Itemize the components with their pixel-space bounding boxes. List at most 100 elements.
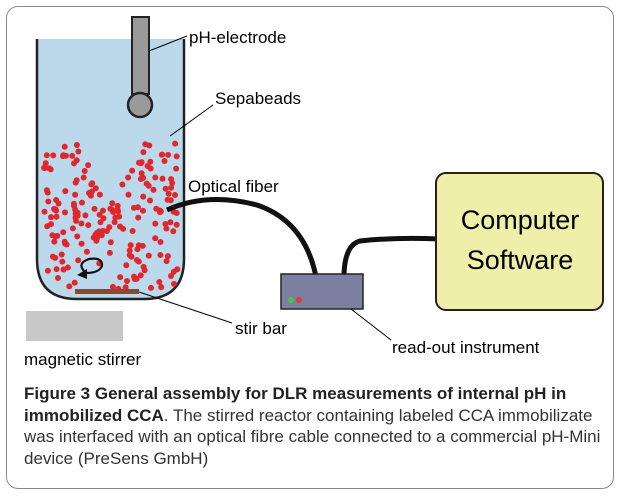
computer-software-label-line1: Computer (461, 205, 580, 235)
bead-particle (127, 242, 134, 249)
magnetic-stirrer-label: magnetic stirrer (24, 350, 141, 369)
bead-particle (117, 274, 124, 281)
bead-particle (173, 221, 180, 228)
bead-particle (152, 220, 159, 227)
bead-particle (103, 228, 110, 235)
bead-particle (69, 225, 76, 232)
bead-particle (172, 192, 178, 198)
sepabeads-leader (169, 104, 214, 137)
rotation-arrowhead-icon (77, 269, 87, 279)
reactor-vessel (35, 39, 186, 301)
bead-particle (164, 196, 171, 203)
bead-particle (78, 220, 85, 227)
bead-particle (159, 175, 166, 182)
bead-particle (138, 170, 145, 177)
bead-particle (52, 254, 59, 261)
bead-particle (46, 165, 52, 172)
bead-particle (73, 177, 80, 184)
bead-particle (85, 162, 92, 169)
bead-particle (164, 253, 171, 260)
bead-particle (53, 197, 60, 203)
bead-particle (53, 213, 60, 220)
bead-particle (80, 174, 87, 181)
figure-caption: Figure 3 General assembly for DLR measur… (24, 383, 612, 469)
bead-particle (165, 151, 172, 158)
bead-particle (106, 249, 113, 256)
bead-particle (152, 174, 159, 181)
bead-particle (50, 152, 57, 159)
bead-particle (167, 219, 174, 226)
bead-particle (163, 258, 170, 265)
bead-particle (51, 238, 58, 245)
bead-particle (100, 215, 107, 222)
computer-cable (341, 235, 440, 275)
bead-particle (66, 283, 73, 290)
bead-particle (140, 149, 147, 156)
bead-particle (157, 252, 164, 258)
bead-particle (156, 279, 163, 285)
bead-particle (147, 165, 154, 172)
bead-particle (158, 284, 165, 291)
bead-particle (71, 202, 78, 209)
bead-particle (96, 211, 103, 218)
bead-particle (83, 248, 90, 255)
bead-particle (172, 140, 179, 147)
bead-particle (96, 191, 103, 198)
bead-particle (109, 200, 116, 207)
bead-particle (173, 153, 180, 160)
bead-particle (74, 233, 81, 240)
bead-particle (161, 158, 168, 164)
ph-electrode-bulb (126, 91, 154, 119)
bead-particle (168, 273, 174, 279)
bead-particle (126, 252, 133, 259)
bead-particle (92, 185, 99, 192)
bead-particle (55, 275, 61, 281)
bead-particle (136, 159, 142, 166)
bead-particle (71, 160, 77, 167)
bead-particle (137, 176, 144, 182)
bead-particle (61, 143, 68, 150)
bead-particle (163, 225, 170, 232)
bead-particle (81, 168, 88, 174)
bead-particle (146, 142, 153, 149)
sepabeads-particles (41, 140, 181, 292)
figure-frame: pH-electrode Sepabeads stir bar magnetic… (6, 6, 614, 489)
stir-bar-label: stir bar (235, 319, 287, 338)
bead-particle (141, 267, 148, 274)
optical-fiber-label: Optical fiber (188, 177, 279, 196)
bead-particle (157, 239, 164, 245)
bead-particle (107, 239, 114, 246)
bead-particle (168, 184, 175, 191)
bead-particle (133, 275, 140, 282)
bead-particle (88, 181, 95, 188)
bead-particle (159, 151, 166, 158)
bead-particle (126, 247, 133, 254)
bead-particle (134, 204, 141, 211)
bead-particle (165, 190, 172, 197)
bead-particle (140, 193, 147, 200)
bead-particle (60, 229, 67, 236)
bead-particle (62, 188, 69, 195)
bead-particle (43, 152, 50, 159)
bead-particle (91, 205, 98, 212)
bead-particle (125, 191, 132, 198)
bead-particle (48, 214, 54, 221)
rotation-arrow-icon (80, 257, 104, 275)
bead-particle (45, 198, 52, 205)
readout-instrument (280, 273, 364, 310)
bead-particle (112, 214, 119, 221)
instrument-led-red (296, 297, 302, 303)
bead-particle (94, 235, 101, 241)
bead-particle (147, 197, 153, 204)
bead-particle (64, 264, 71, 271)
bead-particle (41, 208, 48, 215)
bead-particle (59, 258, 66, 265)
bead-particle (49, 232, 56, 239)
stir-bar-leader (138, 291, 233, 324)
bead-particle (135, 214, 142, 221)
bead-particle (85, 222, 92, 229)
bead-particle (148, 284, 154, 291)
bead-particle (173, 165, 180, 172)
bead-particle (123, 262, 130, 269)
bead-particle (73, 217, 79, 224)
